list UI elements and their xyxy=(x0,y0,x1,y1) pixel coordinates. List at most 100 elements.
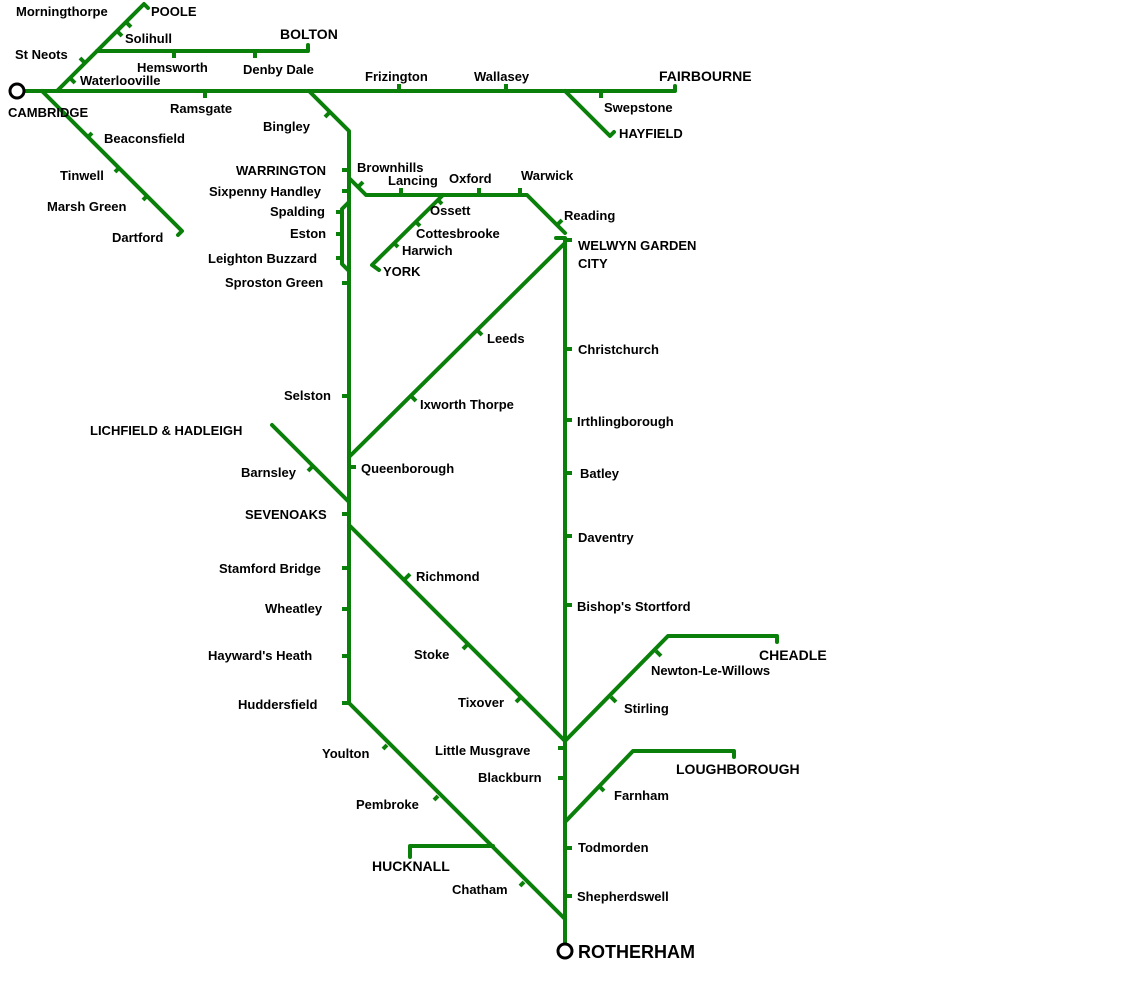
label-hayfield: HAYFIELD xyxy=(619,126,683,141)
label-stamford-bridge: Stamford Bridge xyxy=(219,561,321,576)
label-leeds: Leeds xyxy=(487,331,525,346)
label-richmond: Richmond xyxy=(416,569,480,584)
label-brownhills: Brownhills xyxy=(357,160,423,175)
line-cambridge-fairbourne xyxy=(16,84,677,93)
label-stoke: Stoke xyxy=(414,647,449,662)
label-lichfield-hadleigh: LICHFIELD & HADLEIGH xyxy=(90,423,242,438)
label-youlton: Youlton xyxy=(322,746,369,761)
label-swepstone: Swepstone xyxy=(604,100,673,115)
label-st-neots: St Neots xyxy=(15,47,68,62)
label-chatham: Chatham xyxy=(452,882,508,897)
label-pembroke: Pembroke xyxy=(356,797,419,812)
tick-morningthorpe xyxy=(124,20,133,29)
tick-tinwell xyxy=(113,166,121,174)
label-sproston-green: Sproston Green xyxy=(225,275,323,290)
label-solihull: Solihull xyxy=(125,31,172,46)
tick-farnham xyxy=(597,784,606,793)
line-chatham-diagonal xyxy=(347,701,567,921)
label-bishops-stortford: Bishop's Stortford xyxy=(577,599,691,614)
label-harwich: Harwich xyxy=(402,243,453,258)
route-lines xyxy=(16,2,779,954)
label-waterlooville: Waterlooville xyxy=(80,73,160,88)
label-leighton-buzzard: Leighton Buzzard xyxy=(208,251,317,266)
line-lichfield-branch xyxy=(270,423,351,504)
label-dartford: Dartford xyxy=(112,230,163,245)
label-irthlingborough: Irthlingborough xyxy=(577,414,674,429)
label-selston: Selston xyxy=(284,388,331,403)
label-bingley: Bingley xyxy=(263,119,311,134)
label-welwyn-line1: WELWYN GARDEN xyxy=(578,238,696,253)
label-farnham: Farnham xyxy=(614,788,669,803)
tick-youlton xyxy=(381,743,389,751)
label-cottesbrooke: Cottesbrooke xyxy=(416,226,500,241)
label-spalding: Spalding xyxy=(270,204,325,219)
label-shepherdswell: Shepherdswell xyxy=(577,889,669,904)
label-stirling: Stirling xyxy=(624,701,669,716)
label-rotherham: ROTHERHAM xyxy=(578,942,695,962)
label-huddersfield: Huddersfield xyxy=(238,697,318,712)
tick-barnsley xyxy=(306,464,315,473)
label-todmorden: Todmorden xyxy=(578,840,649,855)
label-queenborough: Queenborough xyxy=(361,461,454,476)
label-tinwell: Tinwell xyxy=(60,168,104,183)
label-cheadle: CHEADLE xyxy=(759,647,827,663)
tick-leeds xyxy=(475,328,484,337)
label-hemsworth: Hemsworth xyxy=(137,60,208,75)
tick-marsh-green xyxy=(141,194,149,202)
label-blackburn: Blackburn xyxy=(478,770,542,785)
label-little-musgrave: Little Musgrave xyxy=(435,743,530,758)
line-york-branch xyxy=(370,193,445,272)
line-hayfield-branch xyxy=(563,89,616,138)
label-daventry: Daventry xyxy=(578,530,634,545)
tick-st-neots xyxy=(78,56,87,65)
label-york: YORK xyxy=(383,264,421,279)
tick-beaconsfield xyxy=(86,131,94,139)
terminus-markers xyxy=(8,82,574,960)
label-loughborough: LOUGHBOROUGH xyxy=(676,761,800,777)
tick-harwich xyxy=(392,241,400,249)
tick-newton-le-willows xyxy=(654,649,663,658)
tick-ossett xyxy=(436,198,444,206)
label-newton-le-willows: Newton-Le-Willows xyxy=(651,663,770,678)
label-eston: Eston xyxy=(290,226,326,241)
tick-solihull xyxy=(115,29,124,38)
line-east-trunk xyxy=(554,236,567,954)
label-morningthorpe: Morningthorpe xyxy=(16,4,108,19)
terminus-cambridge-marker xyxy=(8,82,26,100)
label-denby-dale: Denby Dale xyxy=(243,62,314,77)
tick-cottesbrooke xyxy=(414,220,422,228)
label-reading: Reading xyxy=(564,208,615,223)
tick-stoke xyxy=(461,642,470,651)
label-bolton: BOLTON xyxy=(280,26,338,42)
tick-bingley xyxy=(323,110,332,119)
label-hucknall: HUCKNALL xyxy=(372,858,450,874)
label-warrington: WARRINGTON xyxy=(236,163,326,178)
label-marsh-green: Marsh Green xyxy=(47,199,127,214)
label-tixover: Tixover xyxy=(458,695,504,710)
label-cambridge: CAMBRIDGE xyxy=(8,105,88,120)
label-poole: POOLE xyxy=(151,4,197,19)
line-cheadle-branch xyxy=(563,634,779,743)
tick-pembroke xyxy=(432,794,440,802)
tick-chatham xyxy=(518,880,526,888)
label-warwick: Warwick xyxy=(521,168,574,183)
line-bolton-branch xyxy=(95,43,310,53)
label-barnsley: Barnsley xyxy=(241,465,297,480)
tick-stirling xyxy=(609,695,618,704)
terminus-rotherham-marker xyxy=(556,942,574,960)
tick-richmond xyxy=(403,572,412,581)
line-leeds-diagonal xyxy=(347,241,567,459)
label-ixworth-thorpe: Ixworth Thorpe xyxy=(420,397,514,412)
label-ossett: Ossett xyxy=(430,203,471,218)
label-haywards-heath: Hayward's Heath xyxy=(208,648,312,663)
line-spalding-loop xyxy=(340,200,351,273)
label-batley: Batley xyxy=(580,466,620,481)
tick-brownhills xyxy=(356,180,365,189)
tick-ixworth-thorpe xyxy=(409,394,418,403)
label-beaconsfield: Beaconsfield xyxy=(104,131,185,146)
station-labels: Morningthorpe POOLE Solihull BOLTON St N… xyxy=(8,4,827,962)
tick-reading xyxy=(555,218,564,227)
label-ramsgate: Ramsgate xyxy=(170,101,232,116)
